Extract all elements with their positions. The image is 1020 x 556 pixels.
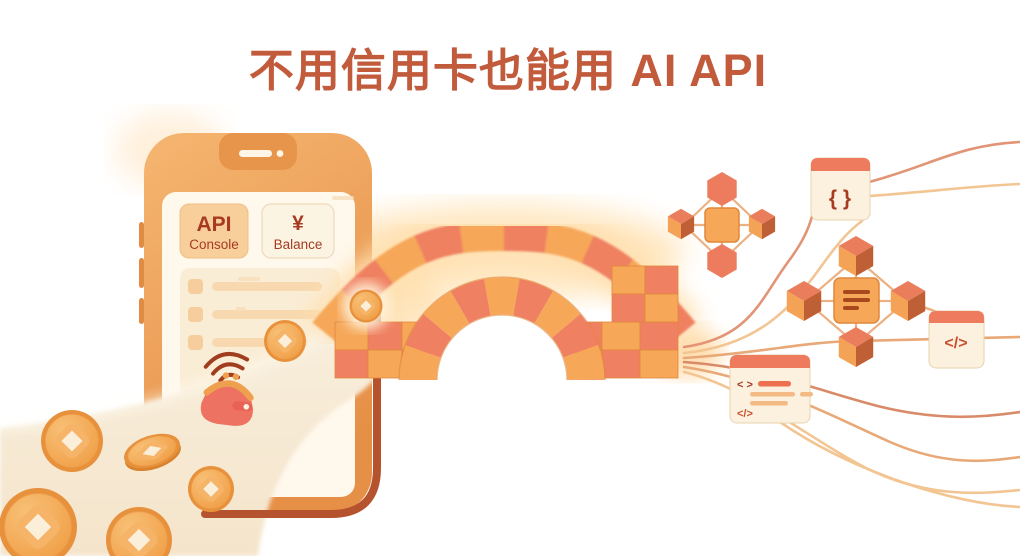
close-tag-icon: </>	[737, 408, 753, 420]
node-square	[704, 207, 740, 243]
list-item	[188, 279, 322, 294]
balance-card: ¥ Balance	[261, 203, 335, 259]
code-line	[750, 392, 795, 397]
chinese-coin-icon	[120, 427, 185, 477]
curly-braces-icon: { }	[829, 187, 851, 210]
node-cluster-1	[667, 172, 776, 278]
code-line	[750, 401, 788, 406]
phone-side-button	[139, 258, 144, 288]
coin-purse	[200, 351, 254, 426]
card-title: ¥	[292, 212, 304, 235]
motion-streaks	[236, 196, 354, 311]
document-lines-icon	[833, 277, 880, 324]
hexagon-icon	[707, 172, 737, 206]
chinese-coin-icon	[188, 466, 234, 512]
open-tag-icon: < >	[737, 379, 753, 391]
phone-side-button	[139, 298, 144, 324]
cube-icon	[838, 236, 874, 276]
chinese-coin-icon	[264, 320, 306, 362]
speaker-icon	[239, 150, 272, 157]
code-editor-panel: < > </>	[729, 354, 813, 424]
coin-purse-icon	[200, 372, 254, 426]
cube-icon	[890, 281, 926, 321]
code-tag-icon: </>	[944, 335, 967, 352]
code-line	[800, 392, 813, 397]
page-title: 不用信用卡也能用 AI API	[249, 45, 767, 96]
phone-side-button	[139, 222, 144, 248]
cube-icon	[786, 281, 822, 321]
phone-accent-outline	[201, 292, 381, 518]
code-line	[758, 381, 791, 387]
chinese-coin-icon	[347, 287, 385, 325]
card-subtitle: Console	[189, 237, 239, 252]
hexagon-icon	[707, 244, 737, 278]
card-subtitle: Balance	[274, 237, 323, 252]
coins	[0, 320, 306, 556]
wire-path	[778, 420, 1020, 509]
node-cluster-2	[786, 236, 926, 367]
panel-header	[730, 355, 810, 368]
braces-panel: { }	[810, 157, 871, 221]
chinese-coin-icon	[41, 410, 103, 472]
camera-icon	[276, 150, 284, 157]
panel-header	[811, 158, 870, 171]
wire-path	[867, 140, 1020, 184]
bridge	[303, 207, 705, 381]
wire-path	[682, 208, 816, 349]
bridge-arch-ring	[398, 276, 606, 381]
code-tag-panel: </>	[928, 310, 985, 369]
wire-path	[867, 182, 1020, 198]
panel-header	[929, 311, 984, 323]
api-console-card: API Console	[179, 203, 249, 259]
list-item	[188, 307, 322, 322]
cube-icon	[748, 208, 776, 240]
card-title: API	[196, 213, 231, 236]
